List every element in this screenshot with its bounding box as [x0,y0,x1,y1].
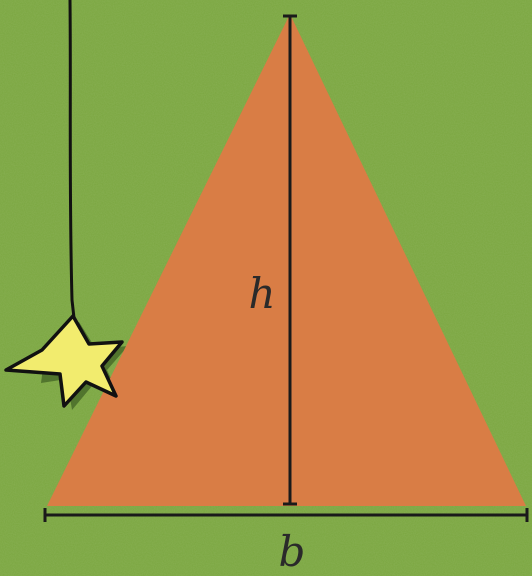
base-label: b [279,527,306,576]
height-marker [283,14,297,506]
star-string [68,0,76,319]
base-marker [43,508,529,522]
star-icon [4,314,124,408]
triangle [47,14,526,506]
height-label: h [248,269,275,318]
